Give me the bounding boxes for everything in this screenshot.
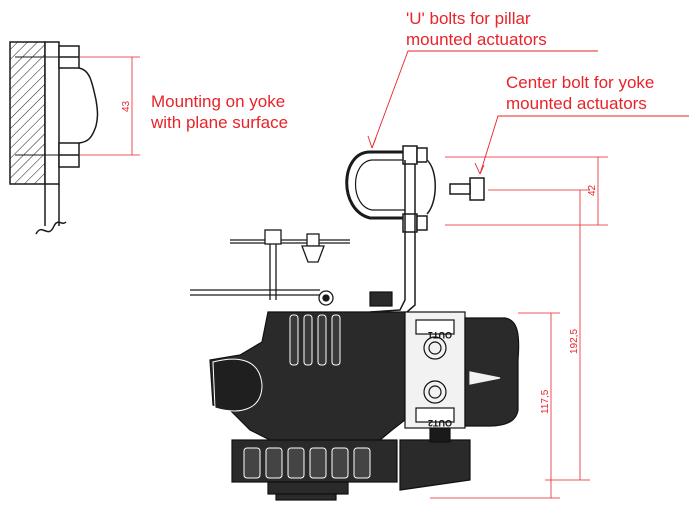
dim-117-5: [430, 312, 560, 499]
dim-label-43: 43: [121, 100, 132, 112]
leader-center-bolt: [479, 115, 689, 175]
dim-label-192-5: 192,5: [569, 329, 580, 354]
callout-center-bolt-line1: Center bolt for yoke: [506, 73, 655, 92]
callout-center-bolt: Center bolt for yoke mounted actuators: [506, 72, 654, 114]
out1-label: OUT1: [428, 330, 452, 340]
spindle-nut: [264, 229, 282, 245]
callout-yoke-mounting: Mounting on yoke with plane surface: [151, 91, 288, 133]
callout-u-bolts-line1: 'U' bolts for pillar: [406, 9, 531, 28]
yoke-bracket: [78, 67, 99, 144]
callout-yoke-line2: with plane surface: [151, 113, 289, 132]
callout-u-bolts-line2: mounted actuators: [406, 30, 547, 49]
dim-label-117-5: 117,5: [540, 389, 551, 414]
dim-42: [445, 156, 608, 226]
dial-housing: [212, 358, 263, 412]
out2-label: OUT2: [428, 418, 452, 428]
center-bolt-shank: [449, 183, 471, 195]
yoke-plate-inner: [44, 41, 60, 185]
cover-housing: [464, 317, 520, 427]
callout-u-bolts: 'U' bolts for pillar mounted actuators: [406, 8, 547, 50]
actuator-body: [209, 291, 471, 501]
leader-lines: [367, 50, 689, 175]
u-bolt-clamp: [426, 159, 436, 215]
lever-linkage: [190, 229, 350, 306]
dim-label-42: 42: [587, 184, 598, 196]
housing-main: [209, 311, 406, 441]
callout-center-bolt-line2: mounted actuators: [506, 94, 647, 113]
yoke-break-line: [35, 221, 67, 235]
yoke-plate-hatched: [9, 41, 46, 185]
u-bolt-assembly: [345, 145, 485, 319]
yoke-mounting-detail: [9, 41, 140, 235]
dim-192-5: [488, 189, 590, 481]
connector-panel: [404, 311, 520, 429]
u-bolt: [345, 150, 405, 220]
callout-yoke-line1: Mounting on yoke: [151, 92, 286, 111]
center-bolt-head: [469, 177, 485, 201]
leader-u-bolt: [371, 50, 598, 149]
